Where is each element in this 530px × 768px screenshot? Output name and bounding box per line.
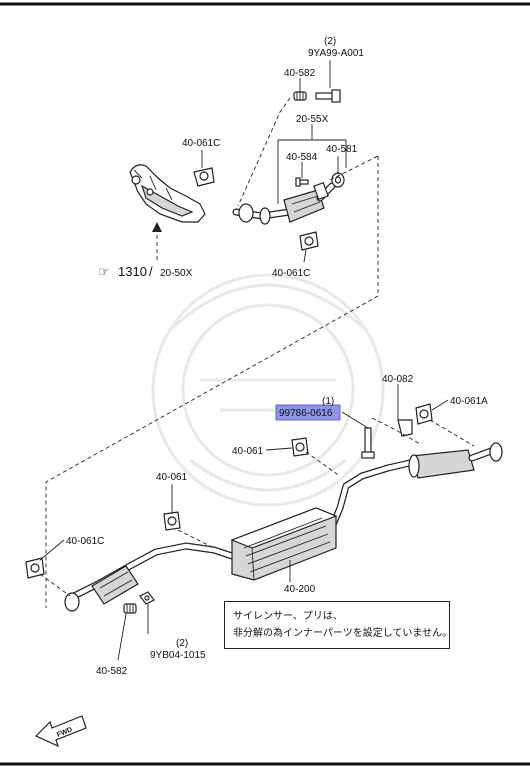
bracket-082-part xyxy=(397,419,413,437)
bolt-584-part xyxy=(295,177,309,187)
label-qty-bottom: (2) xyxy=(176,638,188,649)
bracket-20-55x xyxy=(277,124,347,204)
hanger-c3-part xyxy=(25,557,45,579)
highlight-bolt-part xyxy=(361,427,375,459)
label-highlight-bolt[interactable]: 99786-0616 xyxy=(279,408,333,419)
hanger-a-part xyxy=(415,403,433,425)
leader-lower-spring xyxy=(117,613,127,661)
leader-a xyxy=(431,399,449,411)
label-ref-assy: 20-50X xyxy=(160,268,193,279)
dash-front-to-rear xyxy=(45,156,379,608)
highlight-box xyxy=(275,404,341,421)
lower-nut-part xyxy=(139,591,155,605)
front-pipe-catalyst-part xyxy=(232,172,345,225)
hanger-061-left-part xyxy=(163,511,181,531)
label-hanger-c3: 40-061C xyxy=(66,536,104,547)
label-qty-highlight: (1) xyxy=(322,396,334,407)
ref-arrowhead xyxy=(152,222,162,232)
hanger-c2-part xyxy=(299,231,319,251)
note-box: サイレンサー、プリは、 非分解の為インナーパーツを設定していません。 xyxy=(224,601,453,649)
dash-hanger-a-tail xyxy=(429,419,475,447)
ref-1310-link[interactable]: ☞ 1310 / 20-50X xyxy=(98,264,193,280)
hanger-c1-part xyxy=(193,167,215,187)
label-hanger-c2: 40-061C xyxy=(272,268,310,279)
label-hanger-a: 40-061A xyxy=(450,396,488,407)
note-line-2: 非分解の為インナーパーツを設定していません。 xyxy=(233,628,453,639)
leader-061-mid xyxy=(265,447,293,451)
label-061-left: 40-061 xyxy=(156,472,188,483)
label-20-55x: 20-55X xyxy=(296,114,329,125)
upper-spring-part xyxy=(293,91,307,101)
lower-spring-part xyxy=(123,603,137,614)
label-qty-top: (2) xyxy=(324,36,336,47)
label-061-mid: 40-061 xyxy=(232,446,264,457)
main-silencer-part xyxy=(230,507,338,581)
dash-c3 xyxy=(39,573,71,597)
exhaust-manifold-part xyxy=(129,164,206,223)
label-584: 40-584 xyxy=(286,152,318,163)
pre-muffler-part xyxy=(64,565,139,612)
label-silencer: 40-200 xyxy=(284,584,316,595)
fwd-arrow-icon: FWD xyxy=(34,715,87,748)
note-line-1: サイレンサー、プリは、 xyxy=(233,611,343,622)
upper-bolt-part xyxy=(315,89,341,103)
hanger-061-mid-part xyxy=(291,437,309,457)
label-spring-top: 40-582 xyxy=(284,68,316,79)
label-spring-bottom: 40-582 xyxy=(96,666,128,677)
label-hanger-c1: 40-061C xyxy=(182,138,220,149)
hand-pointer-icon: ☞ xyxy=(98,265,110,280)
label-nut-bottom: 9YB04-1015 xyxy=(150,650,206,661)
label-ref-code: 1310 xyxy=(118,264,147,279)
dash-bracket-tail xyxy=(371,417,421,445)
leader-c3 xyxy=(39,539,65,561)
dash-spring-to-pipe xyxy=(237,97,291,207)
leader-c2 xyxy=(303,249,307,263)
leader-highlight-bolt xyxy=(341,411,369,429)
label-bolt-top: 9YA99-A001 xyxy=(308,48,364,59)
label-ref-slash: / xyxy=(149,264,153,279)
dash-upper-right xyxy=(329,155,379,181)
label-581: 40-581 xyxy=(326,144,358,155)
tail-muffler-part xyxy=(408,442,503,479)
label-082: 40-082 xyxy=(382,374,414,385)
watermark-crest xyxy=(151,273,385,507)
